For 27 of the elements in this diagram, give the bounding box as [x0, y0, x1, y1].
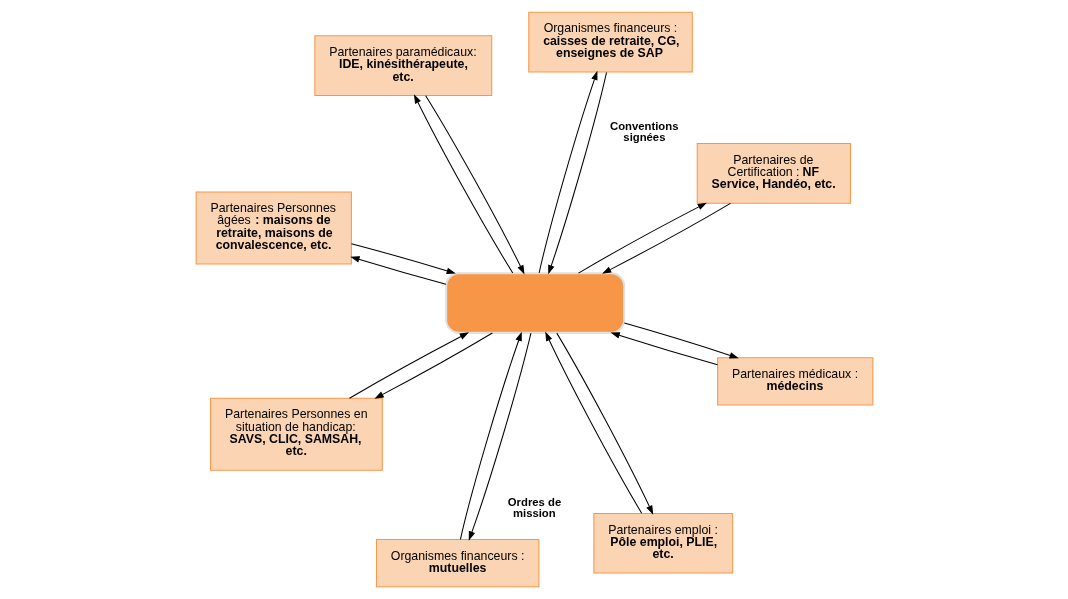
node-box	[444, 272, 625, 334]
arrow	[424, 95, 524, 275]
node-box: Organismes financeurs : mutuelles	[375, 538, 539, 588]
arrow	[555, 332, 653, 515]
node-box: Partenaires emploi : Pôle emploi, PLIE, etc.	[592, 512, 733, 574]
arrow	[610, 332, 718, 366]
node-box: Partenaires médicaux : médecins	[716, 357, 873, 406]
arrow	[547, 71, 607, 275]
node-box: Partenaires paramédicaux: IDE, kinésithérapeute, etc.	[313, 35, 492, 96]
arrow	[413, 94, 513, 274]
arrow	[577, 202, 707, 274]
arrow	[538, 70, 597, 274]
arrow	[373, 332, 493, 399]
arrow	[601, 202, 731, 274]
arrow	[623, 322, 739, 359]
arrow	[544, 331, 642, 514]
arrow	[348, 332, 469, 399]
edge-label: Ordres de mission	[507, 495, 561, 519]
node-box: Partenaires de Certification : NF Service, Handéo, etc.	[696, 143, 851, 204]
arrow	[350, 243, 456, 274]
node-box: Partenaires Personnes en situation de handicap: SAVS, CLIC, SAMSAH, etc.	[209, 397, 383, 471]
arrow	[468, 332, 531, 541]
edge-label: Conventions signées	[609, 120, 678, 144]
node-box: Partenaires Personnes âgées : maisons de retraite, maisons de convalescence, etc.	[195, 191, 352, 265]
node-box: Organismes financeurs : caisses de retraite, CG, enseignes de SAP	[527, 11, 693, 73]
arrow	[459, 331, 522, 540]
arrow	[349, 256, 446, 285]
